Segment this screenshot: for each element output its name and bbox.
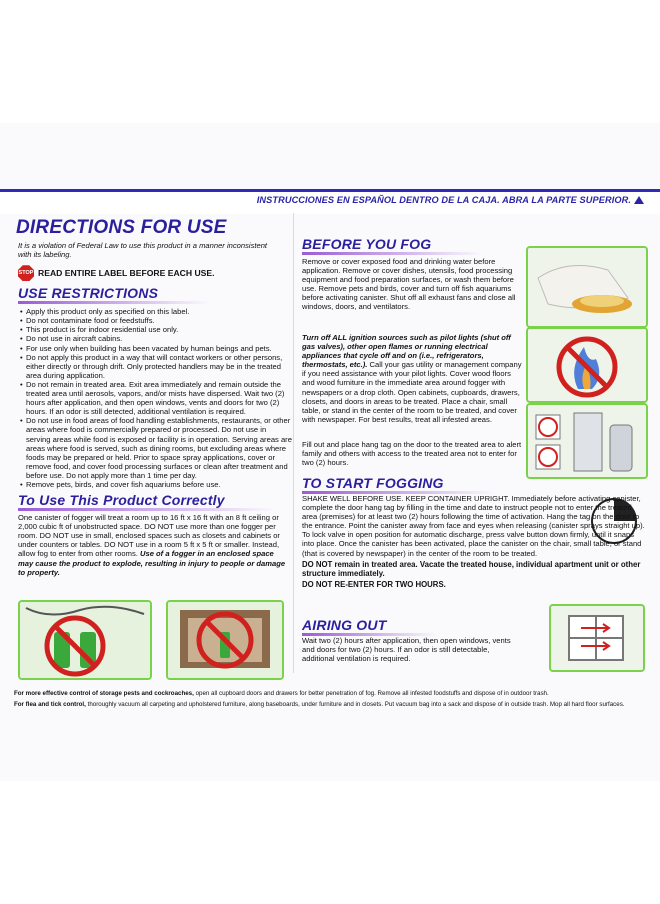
stop-sign-icon: STOP <box>18 265 34 282</box>
dishes-graphic <box>528 248 646 326</box>
before-you-fog-heading: BEFORE YOU FOG <box>302 236 482 255</box>
no-appliances-illustration <box>526 403 648 479</box>
federal-law-note: It is a violation of Federal Law to use … <box>18 241 268 260</box>
clock-icon <box>584 492 644 550</box>
storage-pests-note: For more effective control of storage pe… <box>14 688 650 699</box>
open-window-illustration <box>549 604 645 672</box>
use-restrictions-heading: USE RESTRICTIONS <box>18 285 294 305</box>
to-use-title: To Use This Product Correctly <box>18 492 275 512</box>
before-you-fog-para2: Turn off ALL ignition sources such as pi… <box>302 333 524 424</box>
reentry-warning: DO NOT RE-ENTER FOR TWO HOURS. <box>302 579 446 589</box>
no-pilot-light-illustration <box>526 327 648 403</box>
airing-out-text: Wait two (2) hours after application, th… <box>302 636 511 664</box>
use-restrictions-title: USE RESTRICTIONS <box>18 285 209 305</box>
no-closet-fogger-illustration <box>18 600 152 680</box>
to-start-fogging-heading: TO START FOGGING <box>302 475 494 494</box>
list-item: Do not remain in treated area. Exit area… <box>20 380 292 416</box>
stop-row: STOP READ ENTIRE LABEL BEFORE EACH USE. <box>18 265 294 282</box>
list-item: Remove pets, birds, and cover fish aquar… <box>20 480 292 489</box>
before-you-fog-title: BEFORE YOU FOG <box>302 236 482 255</box>
pilot-light-graphic <box>528 329 646 401</box>
to-start-fogging-title: TO START FOGGING <box>302 475 494 494</box>
ignition-details: Call your gas utility or management comp… <box>302 360 522 424</box>
list-item: This product is for indoor residential u… <box>20 325 292 334</box>
left-column: DIRECTIONS FOR USE It is a violation of … <box>14 213 294 904</box>
vacate-warning: DO NOT remain in treated area. Vacate th… <box>302 559 641 578</box>
clock-graphic <box>591 498 637 544</box>
read-label-note: READ ENTIRE LABEL BEFORE EACH USE. <box>38 268 215 279</box>
before-you-fog-para3: Fill out and place hang tag on the door … <box>302 440 522 468</box>
to-use-text: One canister of fogger will treat a room… <box>18 513 290 577</box>
storage-pests-text: open all cupboard doors and drawers for … <box>195 690 549 697</box>
flea-tick-text: thoroughly vacuum all carpeting and upho… <box>87 701 625 708</box>
arrow-up-icon <box>634 196 644 204</box>
airing-out-heading: AIRING OUT <box>302 617 437 636</box>
to-use-heading: To Use This Product Correctly <box>18 492 294 512</box>
to-start-body: SHAKE WELL BEFORE USE. KEEP CONTAINER UP… <box>302 494 645 558</box>
footer-notes: For more effective control of storage pe… <box>14 688 650 710</box>
flea-tick-lead: For flea and tick control, <box>14 701 86 708</box>
list-item: Do not use in food areas of food handlin… <box>20 416 292 480</box>
list-item: Do not apply this product in a way that … <box>20 353 292 380</box>
cabinet-fogger-graphic <box>168 602 282 678</box>
closet-fogger-graphic <box>20 602 150 678</box>
use-restrictions-list: Apply this product only as specified on … <box>20 307 292 489</box>
flea-tick-note: For flea and tick control, thoroughly va… <box>14 699 650 710</box>
ignition-warning: Turn off ALL ignition sources such as pi… <box>302 333 511 370</box>
list-item: For use only when building has been vaca… <box>20 344 292 353</box>
storage-pests-lead: For more effective control of storage pe… <box>14 690 194 697</box>
no-cabinet-fogger-illustration <box>166 600 284 680</box>
covered-dishes-illustration <box>526 246 648 328</box>
airing-out-title: AIRING OUT <box>302 617 437 636</box>
list-item: Do not use in aircraft cabins. <box>20 334 292 343</box>
spanish-banner-bar: INSTRUCCIONES EN ESPAÑOL DENTRO DE LA CA… <box>0 189 660 214</box>
before-you-fog-para1: Remove or cover exposed food and drinkin… <box>302 257 516 312</box>
list-item: Apply this product only as specified on … <box>20 307 292 316</box>
to-use-warning: Use of a fogger in an enclosed space may… <box>18 549 286 577</box>
column-divider <box>293 213 294 673</box>
list-item: Do not contaminate food or feedstuffs. <box>20 316 292 325</box>
directions-title: DIRECTIONS FOR USE <box>16 217 227 238</box>
spanish-banner: INSTRUCCIONES EN ESPAÑOL DENTRO DE LA CA… <box>257 195 644 205</box>
to-use-body: One canister of fogger will treat a room… <box>18 513 280 559</box>
appliances-graphic <box>528 405 646 477</box>
window-graphic <box>551 606 643 670</box>
to-start-fogging-text: SHAKE WELL BEFORE USE. KEEP CONTAINER UP… <box>302 494 648 589</box>
